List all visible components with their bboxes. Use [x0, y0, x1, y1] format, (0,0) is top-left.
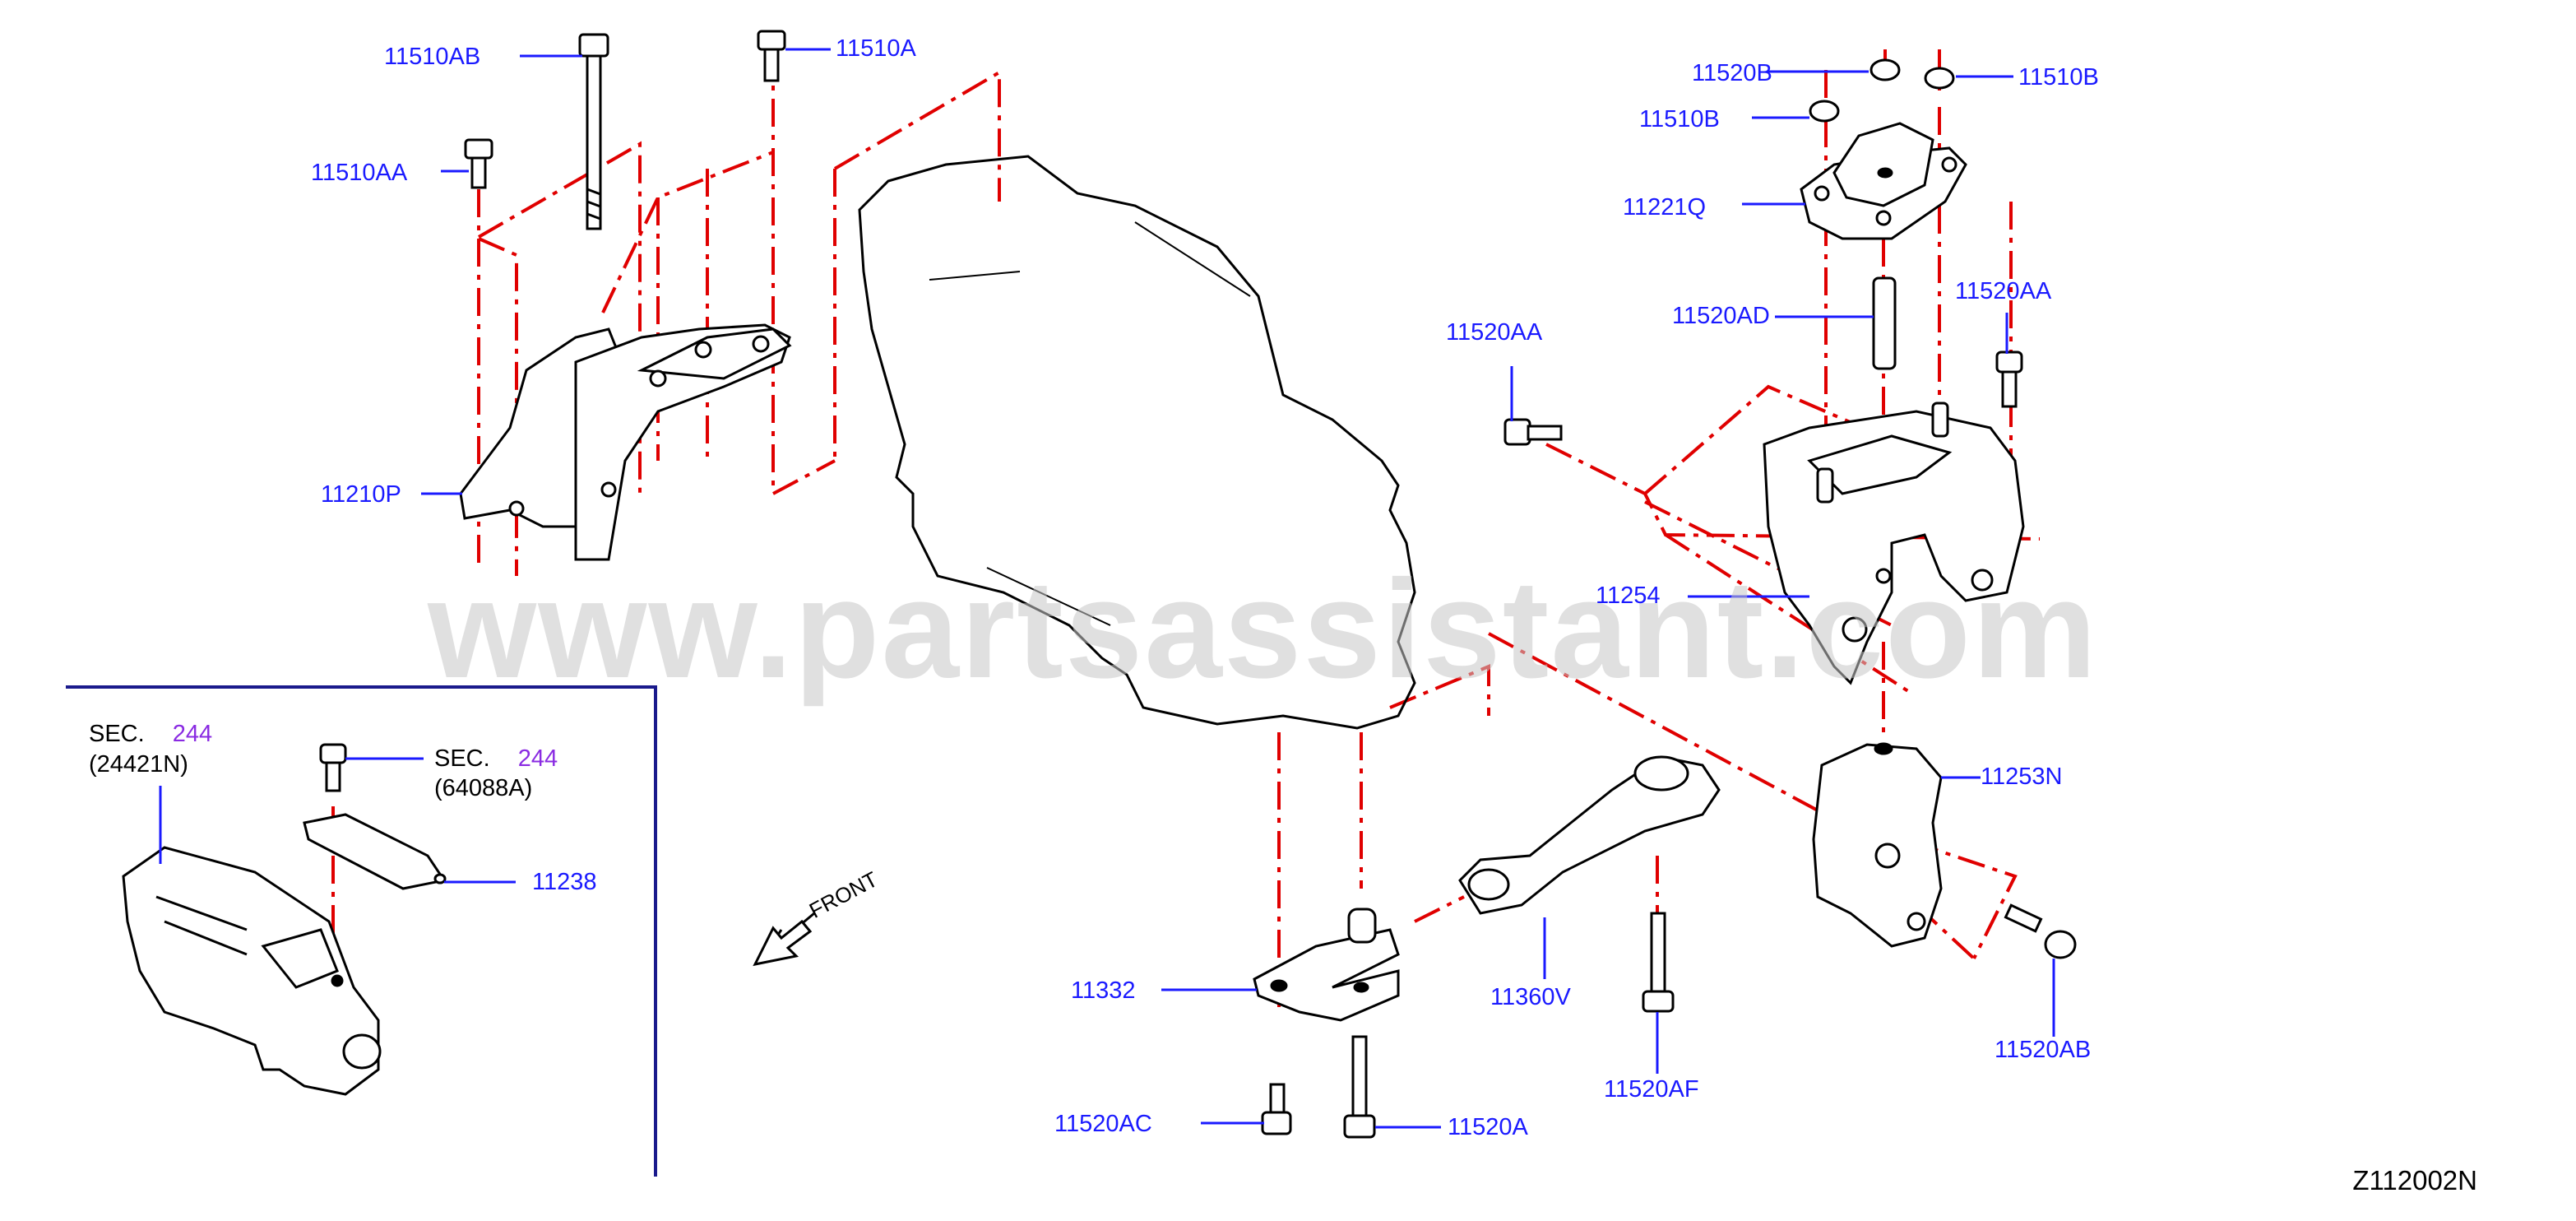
sec-ref-1-number: 244: [172, 721, 213, 747]
bolt-11510A: [757, 30, 786, 82]
watermark: www.partsassistant.com: [428, 551, 2099, 708]
sec-ref-1-prefix: SEC.: [89, 721, 145, 747]
label-11520AF[interactable]: 11520AF: [1604, 1076, 1699, 1103]
nut-11510B-left: [1809, 100, 1840, 123]
label-11332[interactable]: 11332: [1071, 977, 1136, 1004]
sec-ref-2-prefix: SEC.: [434, 745, 490, 772]
stud-11520AD: [1872, 276, 1897, 370]
label-11253N[interactable]: 11253N: [1981, 764, 2063, 790]
bolt-11520A-bottom: [1343, 1035, 1376, 1139]
sec-ref-2[interactable]: SEC. 244: [434, 747, 558, 771]
label-11510A-top[interactable]: 11510A: [836, 35, 916, 62]
bolt-11520AA-right: [1995, 351, 2023, 408]
alignment-lines: [331, 49, 2041, 1012]
bolt-11520AB: [2004, 903, 2077, 959]
label-11510B-left[interactable]: 11510B: [1639, 106, 1720, 132]
label-11520AC[interactable]: 11520AC: [1054, 1111, 1152, 1137]
bracket-11238: [303, 743, 447, 890]
label-11510AA[interactable]: 11510AA: [311, 160, 408, 186]
bracket-11253N: [1812, 742, 1943, 948]
bracket-11254: [1763, 402, 2025, 685]
nut-11510B-right: [1924, 67, 1955, 90]
sec-ref-2-part: (64088A): [434, 775, 533, 801]
sec-ref-1-part: (24421N): [89, 751, 188, 778]
bracket-11332: [1253, 908, 1400, 1022]
label-11360V[interactable]: 11360V: [1490, 984, 1571, 1010]
label-11520B[interactable]: 11520B: [1692, 60, 1772, 86]
label-11221Q[interactable]: 11221Q: [1623, 194, 1707, 221]
label-11520AA-right[interactable]: 11520AA: [1955, 278, 2052, 304]
bolt-11510AB: [578, 33, 609, 230]
torque-rod-11360V: [1458, 755, 1721, 915]
leader-lines: [159, 48, 2055, 1129]
sec-ref-1[interactable]: SEC. 244: [89, 722, 212, 746]
label-11254[interactable]: 11254: [1596, 583, 1661, 609]
label-11520AD[interactable]: 11520AD: [1672, 303, 1770, 329]
label-11520AB[interactable]: 11520AB: [1995, 1037, 2092, 1063]
bracket-11210P: [459, 323, 792, 561]
bolt-11520AF: [1642, 912, 1675, 1013]
transmission-assembly: [122, 846, 382, 1096]
bolt-11520AC: [1261, 1083, 1292, 1135]
label-11520AA-left[interactable]: 11520AA: [1446, 319, 1543, 346]
diagram-code: Z112002N: [2352, 1165, 2477, 1195]
bolt-11510AA: [464, 138, 493, 189]
engine-block: [858, 155, 1416, 730]
sec-ref-2-number: 244: [517, 745, 558, 772]
label-11510B-right[interactable]: 11510B: [2018, 64, 2099, 91]
label-11238[interactable]: 11238: [532, 869, 597, 895]
label-11510AB[interactable]: 11510AB: [384, 44, 481, 70]
nut-11520B: [1869, 58, 1901, 81]
mount-11221Q: [1800, 122, 1967, 240]
label-11210P[interactable]: 11210P: [321, 481, 401, 508]
inset-border: [66, 685, 657, 1177]
bolt-11520AA-left: [1503, 418, 1563, 446]
label-11520A-bottom[interactable]: 11520A: [1448, 1114, 1528, 1140]
